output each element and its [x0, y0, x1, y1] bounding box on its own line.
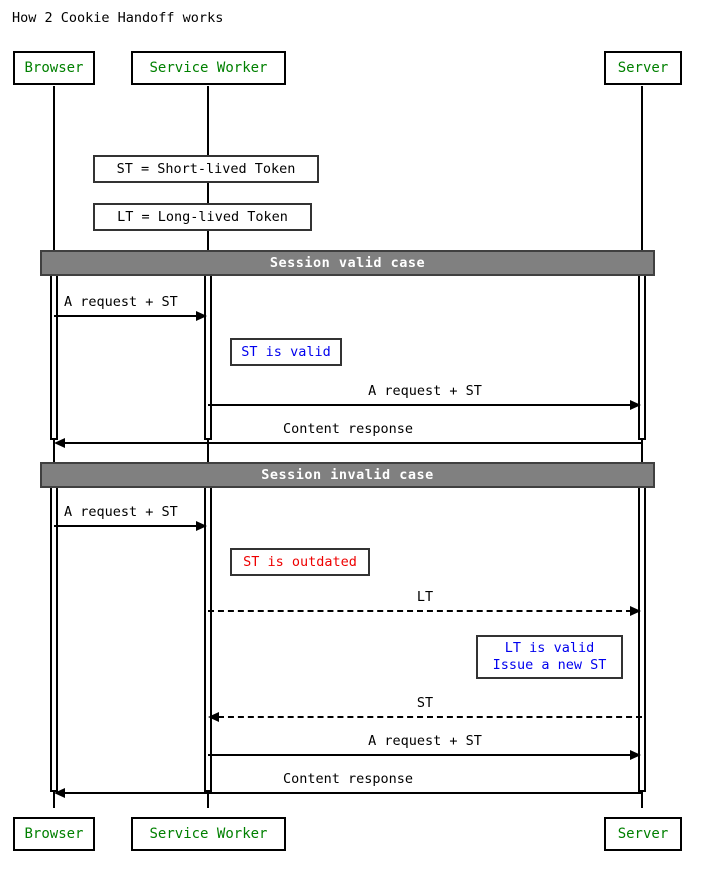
- participant-browser-bottom[interactable]: Browser: [13, 817, 95, 851]
- note-short-lived-token: ST = Short-lived Token: [93, 155, 319, 183]
- activation-server-valid: [638, 250, 646, 440]
- message-arrowhead-3: [54, 438, 65, 448]
- message-arrowhead-4: [196, 521, 207, 531]
- note-lt-is-valid-line2: Issue a new ST: [492, 657, 607, 673]
- message-arrowhead-2: [630, 400, 641, 410]
- section-divider-session-valid: Session valid case: [40, 250, 655, 276]
- note-st-is-valid-line1: ST is valid: [241, 343, 331, 360]
- message-line-8: [64, 792, 642, 794]
- participant-service-worker-bottom[interactable]: Service Worker: [131, 817, 286, 851]
- note-long-lived-token: LT = Long-lived Token: [93, 203, 312, 231]
- section-divider-session-valid-label: Session valid case: [269, 255, 426, 271]
- message-line-7: [208, 754, 632, 756]
- participant-service-worker-bottom-label: Service Worker: [149, 826, 268, 842]
- lifeline-service-worker: [207, 86, 209, 808]
- note-st-is-outdated: ST is outdated: [230, 548, 370, 576]
- message-line-2: [208, 404, 632, 406]
- message-line-6: [218, 716, 642, 718]
- message-label-3: Content response: [282, 421, 414, 437]
- lifeline-server: [641, 86, 643, 808]
- participant-service-worker-top-label: Service Worker: [149, 60, 268, 76]
- activation-service-worker-valid: [204, 250, 212, 440]
- message-label-6: ST: [416, 695, 434, 711]
- activation-browser-valid: [50, 250, 58, 440]
- message-label-4: A request + ST: [64, 504, 178, 520]
- participant-server-bottom[interactable]: Server: [604, 817, 682, 851]
- message-line-5: [208, 610, 632, 612]
- message-line-1: [54, 315, 198, 317]
- note-st-is-outdated-line1: ST is outdated: [243, 553, 357, 570]
- participant-server-bottom-label: Server: [617, 826, 669, 842]
- note-st-is-valid: ST is valid: [230, 338, 342, 366]
- participant-server-top-label: Server: [617, 60, 669, 76]
- participant-browser-top-label: Browser: [24, 60, 84, 76]
- note-lt-is-valid: LT is valid Issue a new ST: [476, 635, 623, 679]
- note-lt-is-valid-line1: LT is valid: [504, 640, 595, 657]
- message-arrowhead-8: [54, 788, 65, 798]
- participant-browser-top[interactable]: Browser: [13, 51, 95, 85]
- section-divider-session-invalid: Session invalid case: [40, 462, 655, 488]
- participant-server-top[interactable]: Server: [604, 51, 682, 85]
- message-label-8: Content response: [282, 771, 414, 787]
- participant-browser-bottom-label: Browser: [24, 826, 84, 842]
- message-label-5: LT: [416, 589, 434, 605]
- message-arrowhead-5: [630, 606, 641, 616]
- note-short-lived-token-text: ST = Short-lived Token: [116, 160, 296, 177]
- message-label-1: A request + ST: [64, 294, 178, 310]
- message-label-7: A request + ST: [368, 733, 482, 749]
- participant-service-worker-top[interactable]: Service Worker: [131, 51, 286, 85]
- section-divider-session-invalid-label: Session invalid case: [261, 467, 434, 483]
- message-arrowhead-6: [208, 712, 219, 722]
- diagram-title: How 2 Cookie Handoff works: [12, 10, 224, 26]
- message-line-4: [54, 525, 198, 527]
- message-label-2: A request + ST: [368, 383, 482, 399]
- note-long-lived-token-text: LT = Long-lived Token: [117, 208, 288, 225]
- message-arrowhead-1: [196, 311, 207, 321]
- message-arrowhead-7: [630, 750, 641, 760]
- message-line-3: [64, 442, 642, 444]
